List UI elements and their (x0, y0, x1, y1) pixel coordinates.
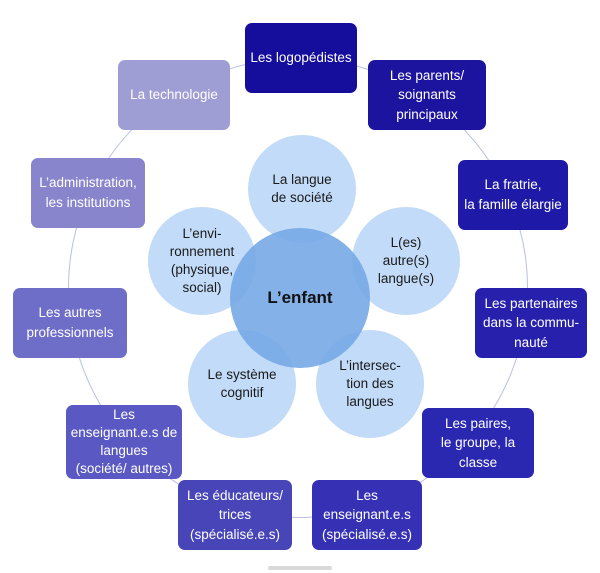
box-fratrie: La fratrie, la famille élargie (458, 160, 568, 230)
circle-line: autre(s) (382, 252, 430, 268)
box-line: soignants (398, 87, 456, 103)
box-partenaires: Les partenaires dans la commu- nauté (475, 288, 587, 358)
box-line: les institutions (45, 195, 131, 210)
box-line: le groupe, la (440, 435, 516, 451)
box-line: la famille élargie (464, 197, 562, 212)
box-line: L’administration, (39, 175, 137, 191)
circle-line: de société (271, 190, 333, 205)
box-administration: L’administration, les institutions (31, 158, 145, 228)
center-label: L’enfant (267, 287, 333, 307)
box-line: La fratrie, (484, 177, 542, 193)
box-line: principaux (396, 106, 458, 122)
box-line: professionnels (26, 325, 114, 340)
circle-line: L(es) (390, 234, 422, 250)
box-line: Les (356, 487, 378, 503)
box-line: enseignant.e.s de (70, 424, 178, 440)
box-line: Les (113, 406, 135, 422)
circle-line: Le système (207, 366, 277, 382)
box-line: enseignant.e.s (323, 507, 411, 523)
box-educateurs: Les éducateurs/ trices (spécialisé.e.s) (178, 480, 292, 550)
box-line: Les autres (38, 305, 102, 321)
circle-line: tion des (346, 375, 394, 391)
box-autres-professionnels: Les autres professionnels (13, 288, 127, 358)
circle-intersection: L’intersec- tion des langues (316, 330, 424, 438)
circle-line: langue(s) (377, 271, 435, 287)
divider (268, 566, 332, 570)
box-line: La technologie (130, 87, 218, 103)
circle-line: langues (346, 394, 394, 410)
box-line: dans la commu- (482, 315, 580, 331)
circle-line: cognitif (220, 385, 264, 400)
box-parents: Les parents/ soignants principaux (368, 60, 486, 130)
circle-line: L’intersec- (339, 357, 401, 373)
circle-line: La langue (272, 171, 332, 187)
box-line: Les parents/ (389, 67, 465, 83)
box-line: Les éducateurs/ (186, 487, 284, 503)
box-line: (société/ autres) (75, 461, 173, 477)
circle-line: social) (182, 280, 222, 296)
box-line: Les paires, (444, 415, 512, 431)
box-line: nauté (514, 334, 548, 350)
box-logopedistes: Les logopédistes (245, 23, 357, 93)
box-enseignants-langues: Les enseignant.e.s de langues (société/ … (66, 405, 182, 479)
box-paires: Les paires, le groupe, la classe (422, 408, 534, 478)
box-line: trices (218, 507, 252, 523)
box-line: (spécialisé.e.s) (189, 526, 281, 542)
box-technologie: La technologie (118, 60, 230, 130)
circle-line: ronnement (169, 243, 235, 259)
circle-autres-langues: L(es) autre(s) langue(s) (352, 207, 460, 315)
box-enseignants-specialises: Les enseignant.e.s (spécialisé.e.s) (312, 480, 422, 550)
center-circle: L’enfant (230, 228, 370, 368)
circle-line: L’envi- (182, 225, 222, 241)
circle-line: (physique, (170, 262, 234, 277)
box-line: classe (458, 454, 498, 470)
box-line: (spécialisé.e.s) (321, 526, 413, 542)
box-line: Les logopédistes (250, 50, 352, 66)
circle-langue-societe: La langue de société (248, 135, 356, 243)
box-line: langues (100, 443, 148, 458)
box-line: Les partenaires (484, 295, 578, 311)
